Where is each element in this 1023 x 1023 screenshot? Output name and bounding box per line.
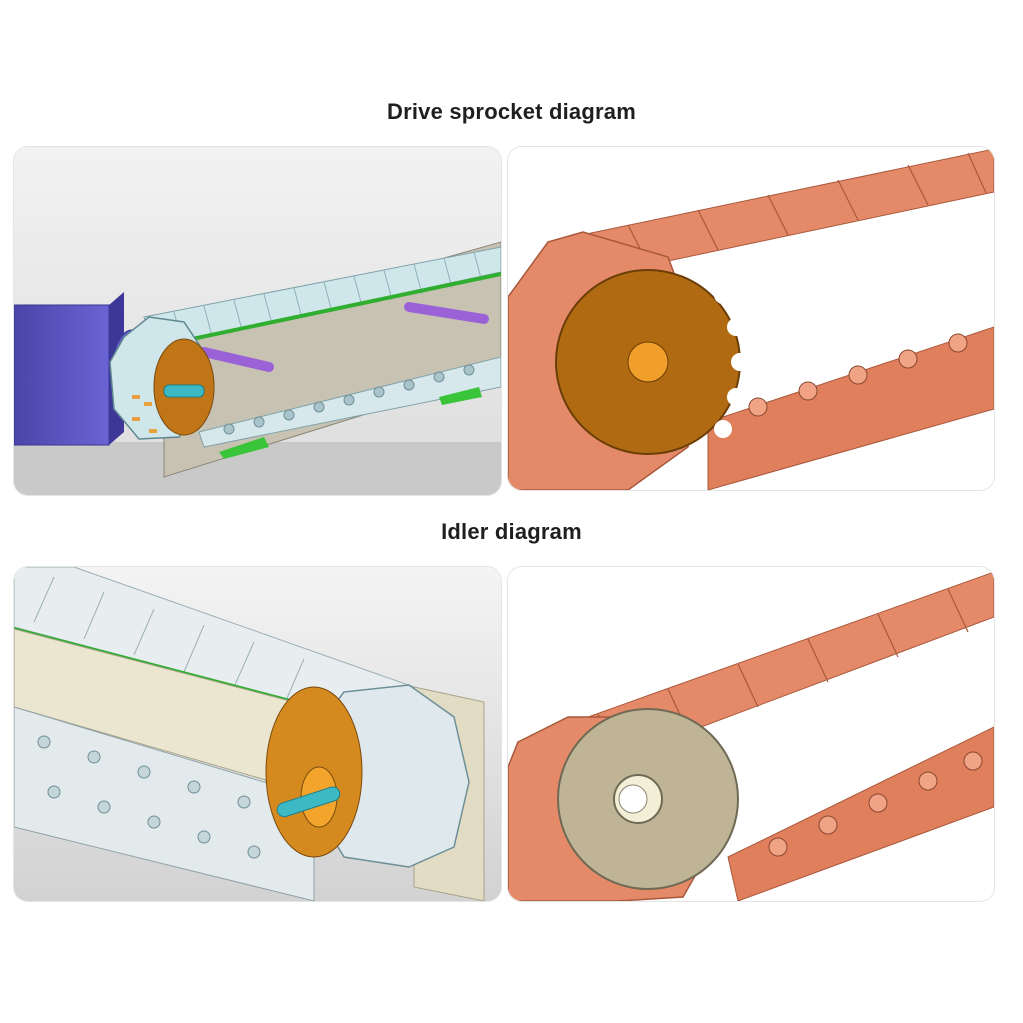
idler-cad-view	[14, 567, 501, 901]
chain-bottom-strand	[727, 726, 994, 901]
drive-shaft	[163, 384, 205, 398]
green-roller	[219, 437, 269, 459]
idler-chain-view	[508, 567, 994, 901]
support-rod	[199, 347, 274, 372]
idler-shaft	[276, 786, 341, 818]
support-rod	[404, 302, 489, 324]
drive-sprocket-cad-view	[14, 147, 501, 495]
drive-sprocket-cad-illustration	[14, 147, 501, 495]
idler-wheel	[557, 708, 739, 890]
idler-cad-illustration	[14, 567, 501, 901]
drive-sprocket-wheel	[555, 269, 749, 455]
green-roller	[439, 387, 482, 405]
guide-strip	[153, 272, 501, 349]
idler-chain-illustration	[508, 567, 994, 901]
drive-sprocket-chain-illustration	[508, 147, 994, 490]
drive-sprocket-chain-view	[508, 147, 994, 490]
idler-heading: Idler diagram	[441, 519, 582, 544]
drive-sprocket-heading: Drive sprocket diagram	[387, 99, 636, 124]
drive-motor	[14, 304, 110, 446]
